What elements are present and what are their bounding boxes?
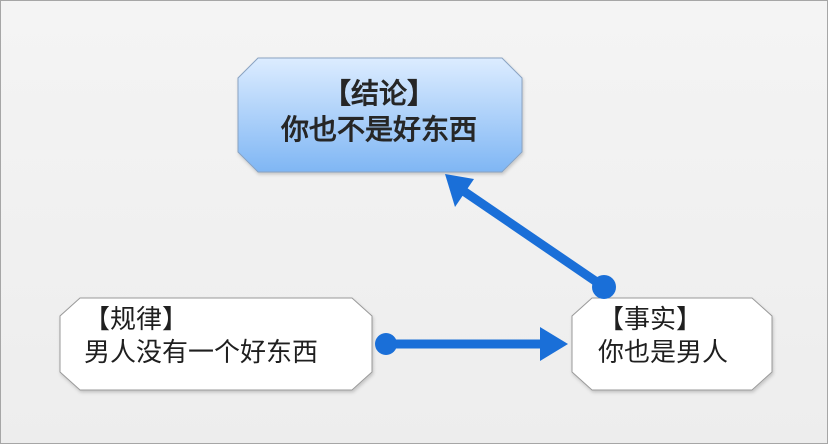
connector-start-dot <box>375 333 397 355</box>
fact-label: 【事实】 你也是男人 <box>598 304 728 371</box>
rule-label: 【规律】 男人没有一个好东西 <box>84 304 318 371</box>
conclusion-label: 【结论】 你也不是好东西 <box>236 76 522 148</box>
conclusion-node[interactable] <box>237 57 523 173</box>
connector-start-dot <box>592 275 616 299</box>
fact-node[interactable] <box>571 297 773 391</box>
conclusion-body: 你也不是好东西 <box>280 112 477 146</box>
rule-node[interactable] <box>59 297 373 391</box>
fact-title: 【事实】 <box>598 305 703 335</box>
rule-to-fact-connector <box>375 327 568 361</box>
connector-arrowhead <box>540 327 568 361</box>
rule-title: 【规律】 <box>84 305 189 335</box>
conclusion-title: 【结论】 <box>322 77 435 110</box>
connector-arrowhead <box>445 174 474 207</box>
fact-body: 你也是男人 <box>598 338 729 369</box>
rule-body: 男人没有一个好东西 <box>84 338 319 369</box>
fact-to-conclusion-connector <box>445 174 616 299</box>
